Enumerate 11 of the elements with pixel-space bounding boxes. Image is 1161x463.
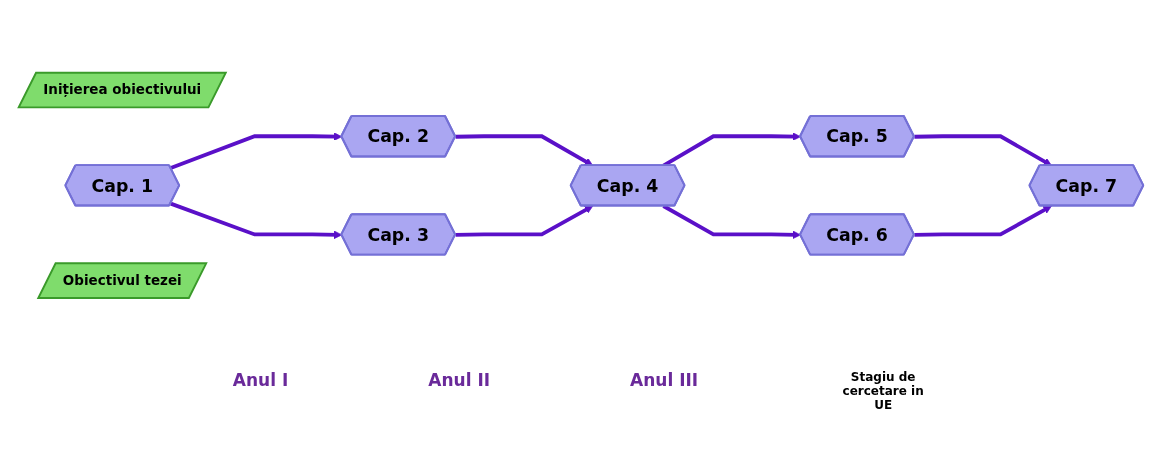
timeline-label: Anul III (630, 370, 699, 390)
arrow (913, 133, 1052, 166)
arrow (169, 201, 342, 239)
arrow (169, 132, 342, 170)
timeline-label: Stagiu de cercetare in UE (841, 370, 925, 412)
arrow (455, 133, 593, 166)
arrow (913, 205, 1052, 237)
arrow (455, 205, 593, 237)
timeline-label: Anul II (428, 370, 491, 390)
arrow (661, 204, 801, 239)
timeline-label: Anul I (232, 370, 289, 390)
